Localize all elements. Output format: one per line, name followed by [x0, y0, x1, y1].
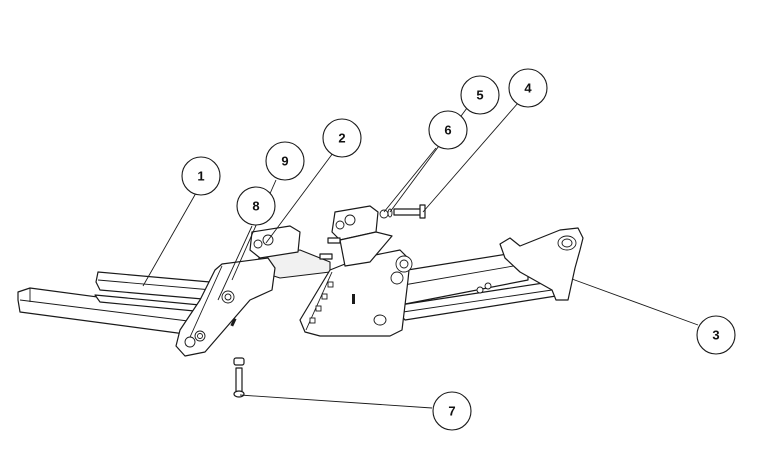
- callout-label: 3: [712, 328, 719, 343]
- pin-7-shaft: [235, 367, 243, 393]
- arm-bolt-hole: [476, 286, 484, 294]
- leader-1: [142, 192, 197, 287]
- left-plate-bolt: [184, 336, 196, 348]
- pin-7-head: [233, 390, 245, 398]
- callout-3: 3: [696, 315, 736, 355]
- pin-hardware: [233, 357, 245, 398]
- bolt-hardware: [379, 204, 426, 219]
- frame-rear-bar: [95, 271, 215, 301]
- right-plate-pivot-lower: [390, 271, 404, 285]
- bracket-stud: [327, 237, 341, 244]
- right-plate-pivot-center: [399, 259, 409, 269]
- plate-square-hole: [315, 305, 322, 312]
- callout-circle: [696, 315, 736, 355]
- callout-9: 9: [265, 141, 305, 181]
- callout-label: 5: [476, 88, 483, 103]
- plate-square-hole: [309, 317, 316, 324]
- end-plate-hole-inner: [561, 238, 573, 248]
- left-upper-bracket: [249, 225, 301, 259]
- bracket-stud: [319, 253, 333, 260]
- plate-square-hole: [321, 293, 328, 300]
- callout-5: 5: [460, 75, 500, 115]
- plate-square-hole: [327, 281, 334, 288]
- frame-rear-bar-edge: [97, 279, 213, 291]
- bolt-4-shaft: [393, 208, 423, 216]
- right-arm-beam-edge: [397, 263, 526, 287]
- callout-circle: [508, 68, 548, 108]
- callout-circle: [265, 141, 305, 181]
- pin-nut: [233, 357, 245, 366]
- leader-7: [239, 394, 433, 409]
- right-arm-tube-edge: [402, 289, 553, 313]
- callout-7: 7: [432, 391, 472, 431]
- callout-8: 8: [236, 186, 276, 226]
- plate-slot: [352, 294, 355, 304]
- right-arm-assembly: [391, 227, 584, 321]
- callout-circle: [432, 391, 472, 431]
- callout-1: 1: [181, 156, 221, 196]
- left-plate-bevel: [185, 265, 223, 347]
- center-bracket-assembly: [175, 205, 413, 357]
- nut-6: [379, 209, 389, 219]
- arm-bolt-hole: [484, 282, 492, 290]
- callout-circle: [322, 118, 362, 158]
- plate-hole-row: [309, 281, 334, 324]
- leader-lines: [142, 102, 699, 409]
- callout-circle: [460, 75, 500, 115]
- left-plate-bolt-center: [197, 333, 203, 339]
- leader-2: [265, 152, 334, 244]
- upper-bracket-bolt: [253, 239, 263, 249]
- leader-6: [383, 147, 437, 213]
- callout-circle: [428, 110, 468, 150]
- callout-4: 4: [508, 68, 548, 108]
- leader-8: [217, 225, 253, 301]
- bolt-4-head: [419, 204, 426, 219]
- upper-bracket-bolt: [335, 220, 345, 230]
- right-plate-pin: [373, 314, 387, 326]
- callout-label: 6: [444, 123, 451, 138]
- upper-bracket-bolt: [344, 214, 356, 226]
- callout-label: 2: [338, 131, 345, 146]
- leader-4: [422, 102, 519, 213]
- callout-circle: [181, 156, 221, 196]
- callout-label: 9: [281, 154, 288, 169]
- callout-label: 4: [524, 81, 532, 96]
- left-plate-bolt-center: [224, 293, 232, 301]
- callout-circle: [236, 186, 276, 226]
- callout-label: 8: [252, 199, 259, 214]
- callout-2: 2: [322, 118, 362, 158]
- callout-6: 6: [428, 110, 468, 150]
- callout-label: 1: [197, 169, 204, 184]
- right-bracket-web: [339, 231, 393, 267]
- frame-channel-edge: [19, 299, 197, 323]
- callout-label: 7: [448, 404, 455, 419]
- plate-slot: [230, 317, 237, 327]
- leader-3: [571, 278, 699, 326]
